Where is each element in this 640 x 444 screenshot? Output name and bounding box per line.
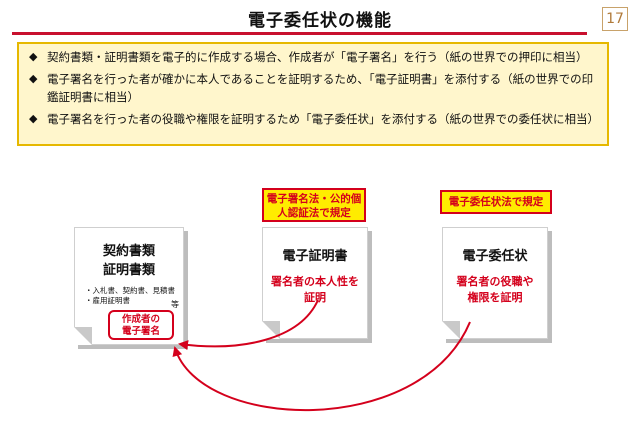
bullet-item: ◆ 電子署名を行った者が確かに本人であることを証明するため、「電子証明書」を添付…: [27, 70, 599, 106]
certificate-title: 電子証明書: [282, 249, 348, 264]
page-fold: [74, 327, 92, 345]
page-fold: [262, 321, 280, 339]
list-item: ・入札書、契約書、見積書: [85, 286, 175, 295]
signature-stamp: 作成者の 電子署名: [108, 310, 174, 340]
page-fold: [442, 321, 460, 339]
page-title: 電子委任状の機能: [248, 11, 392, 31]
delegation-document: 電子委任状 署名者の役職や 権限を証明: [442, 227, 548, 339]
page-number: 17: [602, 7, 628, 31]
bullet-text: 電子署名を行った者が確かに本人であることを証明するため、「電子証明書」を添付する…: [47, 72, 594, 104]
signature-line: 電子署名: [121, 326, 160, 337]
contract-title: 契約書類: [102, 244, 155, 259]
delegation-desc-line: 権限を証明: [467, 291, 523, 304]
certificate-law-label: 電子署名法・公的個 人認証法で規定: [262, 188, 366, 222]
law-label-line: 人認証法で規定: [277, 207, 351, 219]
delegation-law-label: 電子委任状法で規定: [440, 190, 552, 214]
bullet-text: 電子署名を行った者の役職や権限を証明するため「電子委任状」を添付する（紙の世界で…: [47, 112, 599, 126]
diamond-bullet-icon: ◆: [29, 50, 38, 63]
list-item: ・雇用証明書: [85, 296, 130, 305]
bullet-text: 契約書類・証明書類を電子的に作成する場合、作成者が「電子署名」を行う（紙の世界で…: [47, 50, 588, 64]
diamond-bullet-icon: ◆: [29, 72, 38, 85]
title-underline: [12, 32, 587, 35]
etc-label: 等: [171, 300, 179, 309]
delegation-desc-line: 署名者の役職や: [456, 275, 534, 288]
certificate-document: 電子証明書 署名者の本人性を 証明: [262, 227, 368, 339]
bullet-item: ◆ 契約書類・証明書類を電子的に作成する場合、作成者が「電子署名」を行う（紙の世…: [27, 48, 599, 66]
signature-line: 作成者の: [121, 314, 160, 325]
delegation-title: 電子委任状: [462, 249, 528, 264]
bullet-item: ◆ 電子署名を行った者の役職や権限を証明するため「電子委任状」を添付する（紙の世…: [27, 110, 599, 128]
summary-box: ◆ 契約書類・証明書類を電子的に作成する場合、作成者が「電子署名」を行う（紙の世…: [17, 42, 609, 146]
delegation-to-signature-arrow: [172, 321, 471, 412]
law-label-line: 電子署名法・公的個: [266, 193, 362, 205]
certificate-to-signature-arrow: [178, 299, 319, 351]
certificate-desc-line: 証明: [304, 291, 326, 304]
contract-title: 証明書類: [102, 263, 155, 278]
contract-items: ・入札書、契約書、見積書 ・雇用証明書: [85, 286, 183, 306]
diamond-bullet-icon: ◆: [29, 112, 38, 125]
certificate-desc-line: 署名者の本人性を: [271, 275, 359, 288]
